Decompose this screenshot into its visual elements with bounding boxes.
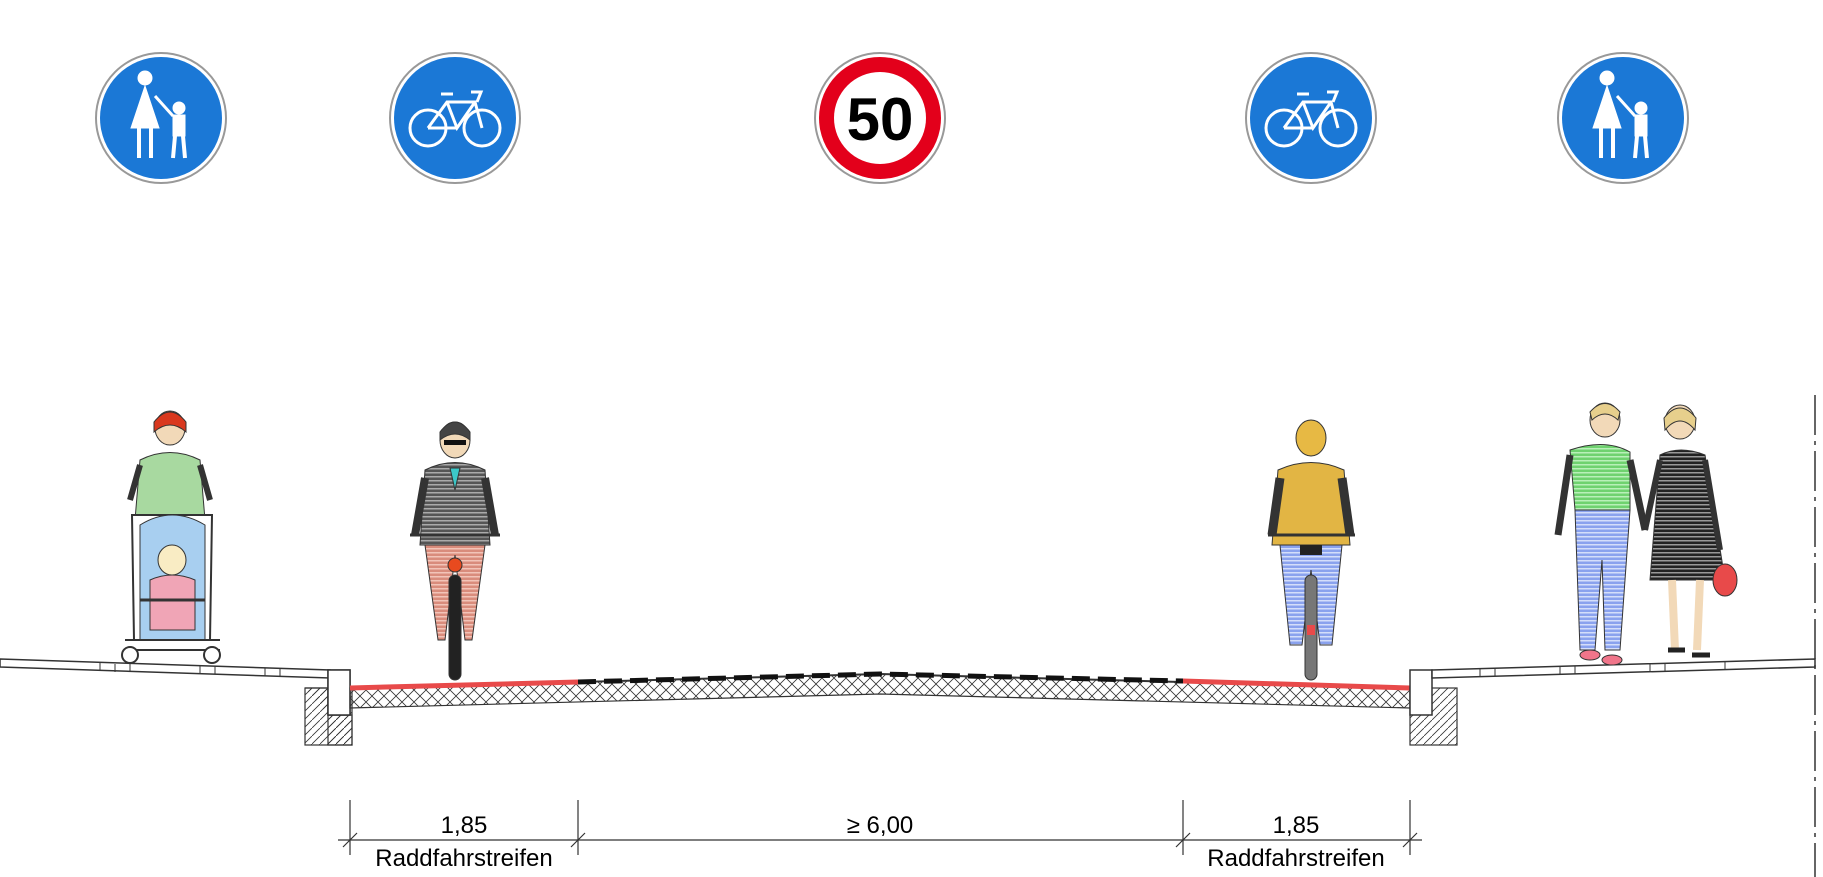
curb-right: [1409, 669, 1458, 746]
speed-limit-sign: 50: [814, 52, 946, 184]
pedestrian-sign-icon: [1592, 70, 1649, 159]
dimension-lines: [338, 800, 1422, 855]
left-lane-label: Raddfahrstreifen: [375, 845, 552, 872]
woman-with-stroller-icon: [121, 410, 221, 664]
bicycle-sign-icon: [1264, 90, 1358, 148]
curb-left: [304, 669, 353, 746]
bicycle-sign-left: [389, 52, 521, 184]
pedestrian-sign-icon: [130, 70, 187, 159]
cyclist-right-icon: [1267, 419, 1355, 681]
walking-couple-icon: [1554, 402, 1738, 666]
right-lane-label: Raddfahrstreifen: [1207, 845, 1384, 872]
right-lane-width: 1,85: [1273, 812, 1320, 839]
pavement-body: [349, 673, 1411, 709]
bike-lane-right: [1182, 678, 1411, 691]
road-structure: [0, 395, 1816, 877]
bicycle-sign-icon: [408, 90, 502, 148]
pedestrian-sign-right: [1557, 52, 1689, 184]
pedestrian-sign-left: [95, 52, 227, 184]
bicycle-sign-right: [1245, 52, 1377, 184]
left-lane-width: 1,85: [441, 812, 488, 839]
carriageway-width: ≥ 6,00: [847, 812, 914, 839]
bike-lane-left: [349, 679, 579, 691]
carriageway-marking: [577, 671, 1184, 685]
sidewalk-right: [1431, 658, 1816, 679]
speed-limit-value: 50: [847, 86, 914, 153]
cyclist-left-icon: [410, 421, 500, 681]
